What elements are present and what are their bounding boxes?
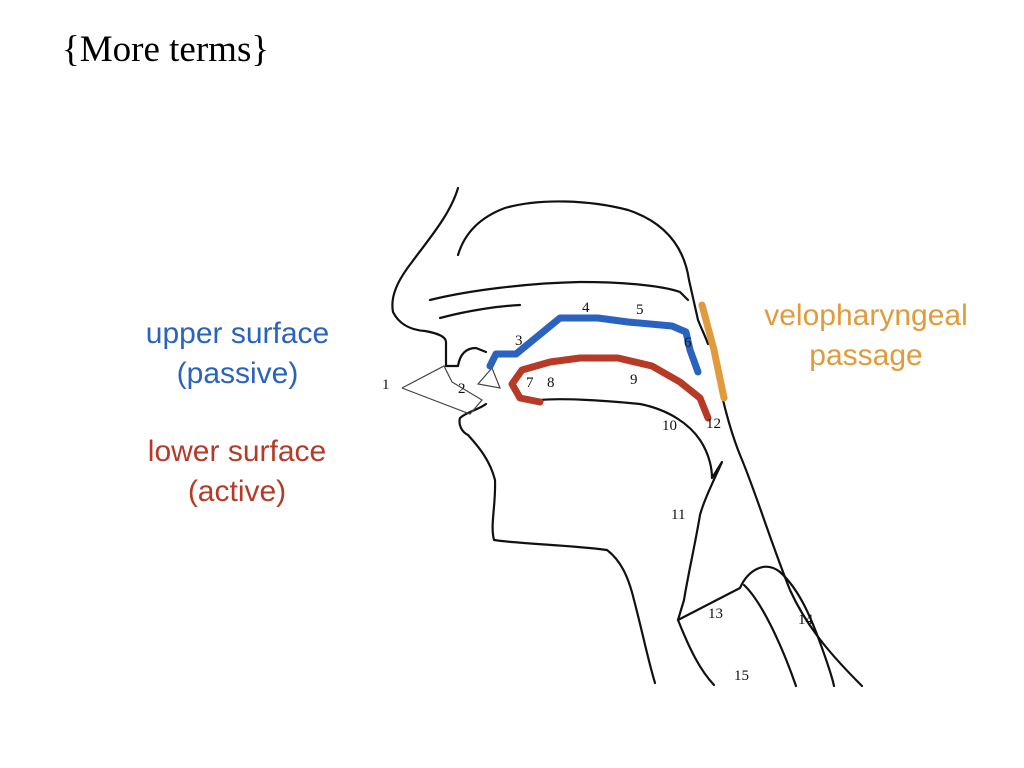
region-number-8: 8 [547,375,555,391]
region-number-9: 9 [630,372,638,388]
region-number-7: 7 [526,375,534,391]
upper-teeth [401,365,483,415]
velopharyngeal-label-line2: passage [809,339,923,372]
face-profile-upper [391,186,488,368]
region-number-14: 14 [798,612,814,628]
upper-surface-label: upper surface (passive) [110,314,365,394]
upper-surface-label-line2: (passive) [176,357,299,390]
region-number-11: 11 [671,507,685,523]
region-number-12: 12 [706,416,721,432]
larynx-outline [676,565,836,688]
velopharyngeal-label-line1: velopharyngeal [764,299,968,332]
upper-surface-curve [486,314,702,376]
region-number-5: 5 [636,302,644,318]
lower-surface-label: lower surface (active) [112,432,362,512]
upper-surface-label-line1: upper surface [145,317,330,350]
face-profile-lower [458,402,657,685]
velopharyngeal-curve [698,301,728,402]
region-number-6: 6 [684,335,692,351]
lower-surface-curve [508,354,712,422]
page-title: {More terms} [62,29,270,70]
region-number-1: 1 [382,377,390,393]
hard-palate-line [438,303,522,320]
nasal-cavity [428,280,690,302]
region-number-2: 2 [458,381,466,397]
region-number-4: 4 [582,300,590,316]
vocal-folds-line [742,583,798,688]
throat-back [710,342,864,688]
region-number-13: 13 [708,606,723,622]
throat-front [538,398,724,687]
region-number-10: 10 [662,418,677,434]
lower-surface-label-line2: (active) [187,475,287,508]
lower-surface-label-line1: lower surface [147,435,327,468]
region-number-3: 3 [515,333,523,349]
velopharyngeal-label: velopharyngeal passage [728,296,1004,376]
region-number-15: 15 [734,668,749,684]
skull-outline [456,200,710,346]
lower-teeth [476,366,501,389]
